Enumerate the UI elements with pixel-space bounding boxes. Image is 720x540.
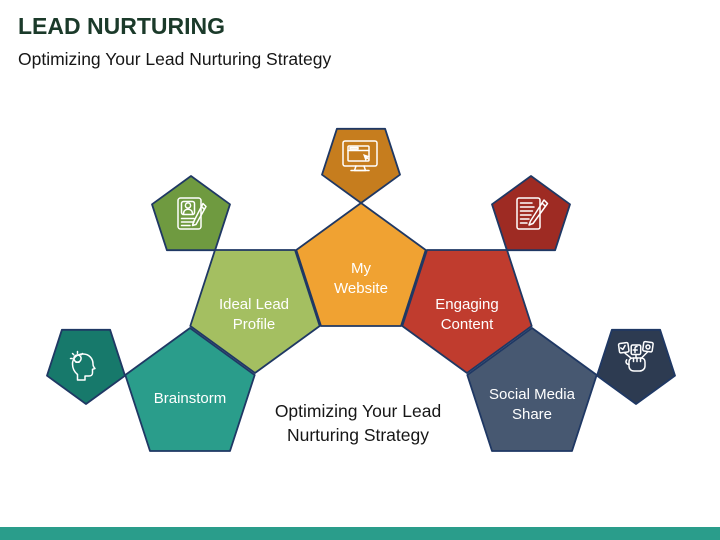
content-writing-icon	[516, 197, 549, 230]
pentagon-label: Share	[512, 406, 552, 423]
icon-pentagon-ideal-lead-profile	[151, 175, 231, 252]
pentagon-label: Profile	[233, 316, 276, 333]
page-title: LEAD NURTURING	[18, 13, 225, 39]
pentagon-social-media-share	[466, 327, 598, 452]
pentagon-label: Engaging	[435, 296, 498, 313]
icon-pentagon-brainstorm	[46, 328, 126, 405]
profile-document-icon	[177, 197, 207, 230]
pentagon-label: My	[351, 260, 371, 277]
pentagon-brainstorm	[124, 327, 256, 452]
center-text-line1: Optimizing Your Lead	[275, 401, 441, 421]
website-icon	[342, 140, 378, 172]
center-text-line2: Nurturing Strategy	[287, 425, 429, 445]
pentagon-label: Social Media	[489, 386, 576, 403]
pentagon-ideal-lead-profile	[189, 249, 321, 374]
pentagon-engaging-content	[401, 249, 533, 374]
pentagon-label: Website	[334, 280, 388, 297]
icon-pentagon-social-media-share	[596, 328, 676, 405]
page-subtitle: Optimizing Your Lead Nurturing Strategy	[18, 49, 331, 69]
pentagon-my-website	[295, 202, 427, 327]
brainstorm-icon	[69, 350, 96, 381]
social-share-icon	[617, 340, 654, 372]
icon-pentagon-engaging-content	[491, 175, 571, 252]
footer-bar	[0, 527, 720, 540]
pentagon-label: Content	[441, 316, 494, 333]
pentagon-label: Ideal Lead	[219, 296, 289, 313]
pentagon-label: Brainstorm	[154, 390, 227, 407]
